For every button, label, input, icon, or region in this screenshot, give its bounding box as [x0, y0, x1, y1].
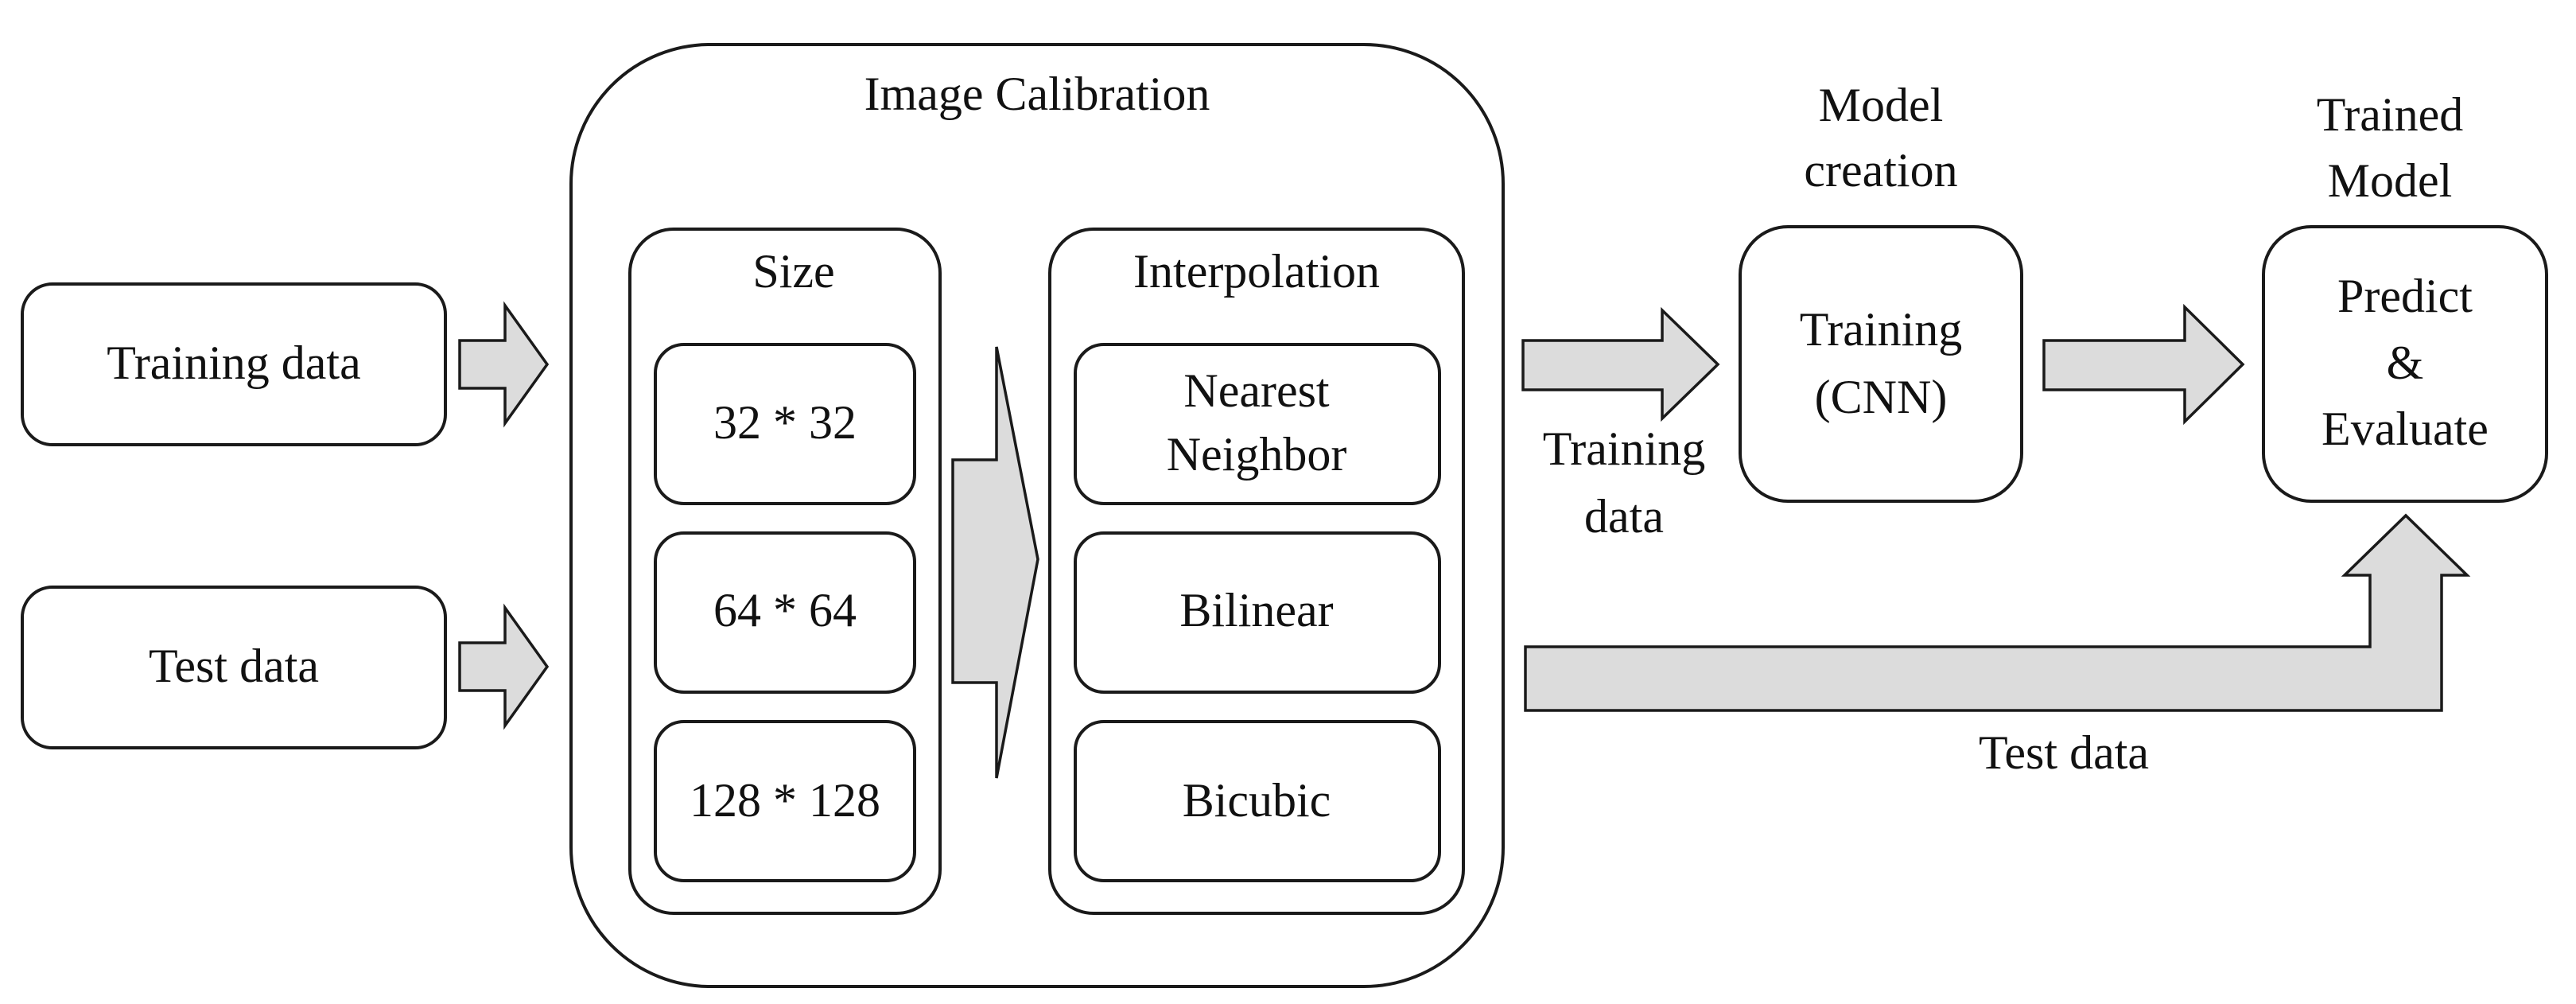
- interpolation-option-box: [1074, 343, 1441, 505]
- size-option-label: 128 * 128: [690, 774, 880, 827]
- test-data-label: Test data: [149, 640, 319, 692]
- training-cnn-label: Training: [1800, 303, 1963, 356]
- interpolation-option-box: [1074, 720, 1441, 882]
- size-to-interpolation-arrow: [951, 346, 1039, 779]
- size-option-box: [654, 343, 916, 505]
- interpolation-option-box: [1074, 531, 1441, 694]
- test-data-input: Test data: [21, 586, 447, 749]
- size-option-label: 32 * 32: [713, 396, 857, 449]
- predict-evaluate-label: &: [2387, 337, 2424, 389]
- size-title: Size: [752, 245, 834, 298]
- trained-model-title: Trained: [2317, 88, 2463, 141]
- size-group: Size 32 * 32 64 * 64 128 * 128: [628, 228, 942, 915]
- training-cnn-box: Training (CNN): [1739, 225, 2023, 503]
- test-data-flow-arrow: [1524, 513, 2471, 712]
- interpolation-option-label: Bilinear: [1179, 584, 1333, 636]
- size-option-box: [654, 531, 916, 694]
- interpolation-option-label: Bicubic: [1183, 774, 1331, 827]
- calibration-to-training-arrow: [1521, 306, 1720, 422]
- training-data-input: Training data: [21, 282, 447, 446]
- size-option-label: 64 * 64: [713, 584, 857, 636]
- training-input-arrow: [458, 301, 550, 428]
- interpolation-option-label: Nearest: [1183, 364, 1330, 417]
- interpolation-option-label: Neighbor: [1167, 428, 1347, 481]
- training-data-flow-label: Training: [1543, 422, 1706, 475]
- size-option-box: [654, 720, 916, 882]
- predict-evaluate-label: Evaluate: [2322, 403, 2489, 455]
- model-creation-title: creation: [1804, 144, 1957, 197]
- predict-evaluate-box: Predict & Evaluate: [2262, 225, 2548, 503]
- interpolation-title: Interpolation: [1133, 245, 1380, 298]
- model-creation-title: Model: [1819, 79, 1944, 131]
- training-data-flow-label: data: [1584, 490, 1664, 543]
- interpolation-group: Interpolation Nearest Neighbor Bilinear …: [1048, 228, 1465, 915]
- trained-model-title: Model: [2328, 154, 2453, 207]
- training-cnn-label: (CNN): [1815, 371, 1948, 423]
- training-data-label: Training data: [107, 337, 360, 389]
- training-to-predict-arrow: [2042, 303, 2245, 426]
- predict-evaluate-label: Predict: [2337, 270, 2473, 322]
- image-calibration-title: Image Calibration: [864, 68, 1210, 120]
- test-input-arrow: [458, 603, 550, 730]
- test-data-flow-label: Test data: [1979, 726, 2149, 779]
